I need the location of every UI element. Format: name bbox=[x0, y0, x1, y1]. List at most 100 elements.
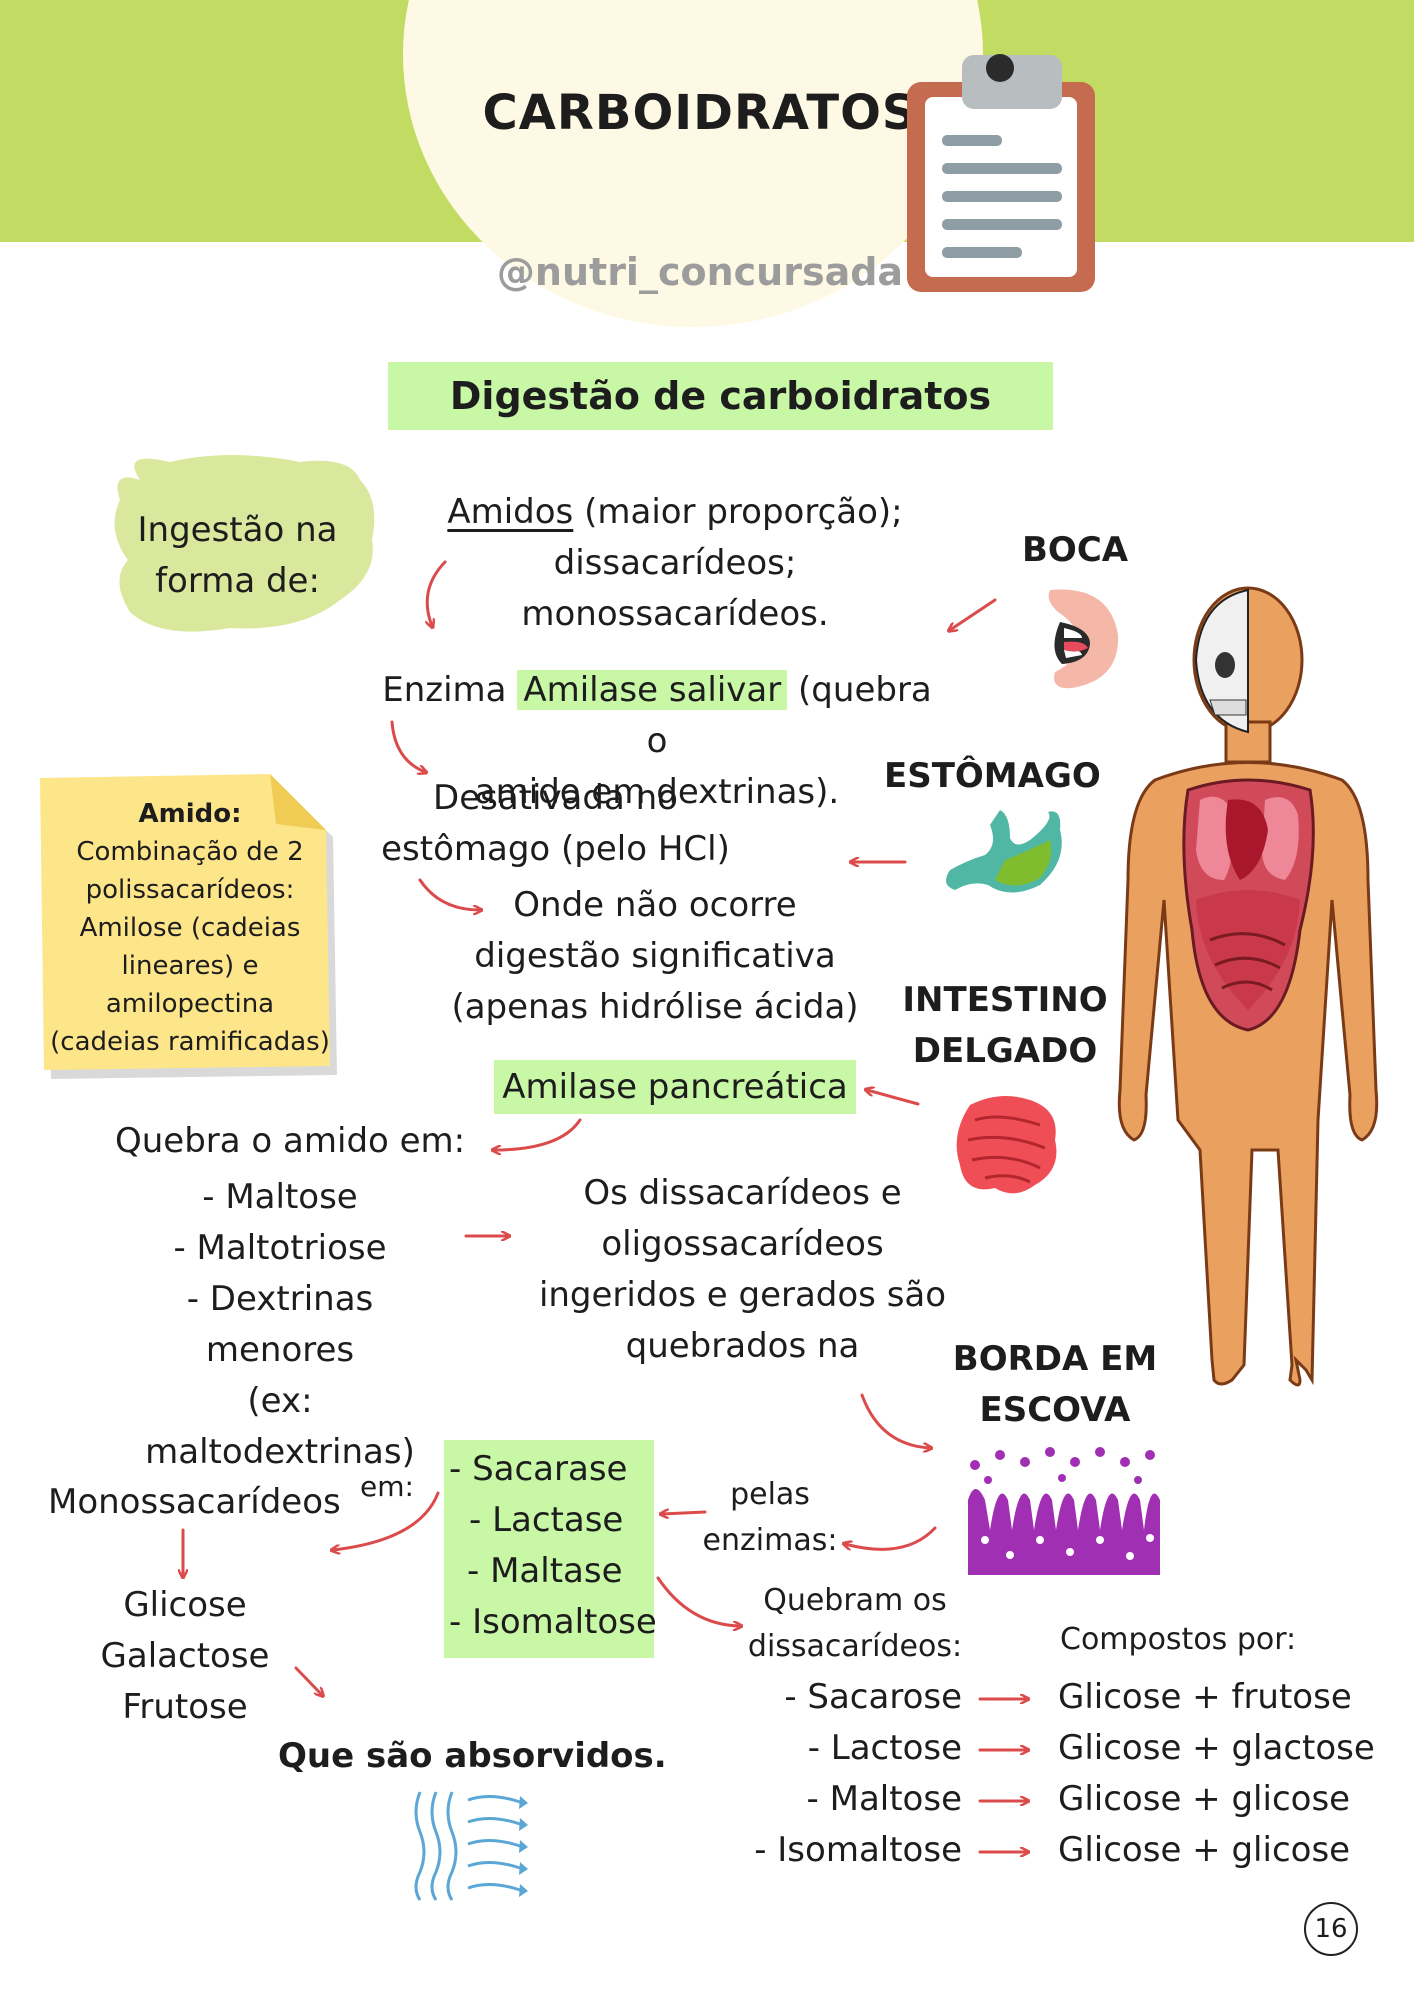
stomach-note-line-3: (apenas hidrólise ácida) bbox=[451, 987, 859, 1027]
oligo-line-2: oligossacarídeos bbox=[601, 1224, 884, 1264]
section-title: Digestão de carboidratos bbox=[388, 362, 1053, 430]
disaccharides-term: dissacarídeos; bbox=[553, 543, 797, 583]
oligo-line-1: Os dissacarídeos e bbox=[583, 1173, 902, 1213]
breakdown-row-3-name: - Maltose bbox=[806, 1779, 962, 1819]
mono-fructose: Frutose bbox=[122, 1687, 248, 1727]
breaks-starch-label: Quebra o amido em: bbox=[115, 1121, 466, 1161]
breakdown-header: Quebram os dissacarídeos: bbox=[740, 1578, 970, 1670]
amido-note-line-5: amilopectina bbox=[105, 989, 275, 1019]
oligosaccharides-note: Os dissacarídeos e oligossacarídeos inge… bbox=[535, 1168, 950, 1372]
arrow-stomach-to-note bbox=[418, 878, 480, 910]
breakdown-header-line-2: dissacarídeos: bbox=[747, 1629, 963, 1664]
pancreatic-products: - Maltose - Maltotriose - Dextrinas meno… bbox=[110, 1172, 450, 1478]
absorbed-label: Que são absorvidos. bbox=[278, 1736, 667, 1776]
amido-note: Amido: Combinação de 2 polissacarídeos: … bbox=[40, 795, 340, 1061]
amido-note-line-2: polissacarídeos: bbox=[85, 875, 295, 905]
arrow-pelas-to-box bbox=[662, 1512, 707, 1514]
monosaccharides-term: monossacarídeos. bbox=[521, 594, 829, 634]
salivary-amylase-text: Enzima Amilase salivar (quebra o amido e… bbox=[372, 665, 942, 818]
breakdown-names: - Sacarose - Lactose - Maltose - Isomalt… bbox=[740, 1672, 962, 1876]
brush-enzymes-box bbox=[444, 1440, 654, 1658]
pancreatic-amylase: Amilase pancreática bbox=[494, 1060, 856, 1114]
ingestion-label: Ingestão na forma de: bbox=[125, 505, 350, 607]
label-small-intestine: INTESTINO DELGADO bbox=[900, 975, 1110, 1077]
amido-note-line-6: (cadeias ramificadas) bbox=[50, 1027, 330, 1057]
stomach-note-line-1: Onde não ocorre bbox=[513, 885, 797, 925]
label-mouth: BOCA bbox=[1022, 530, 1129, 570]
amido-note-title: Amido: bbox=[138, 799, 242, 829]
salivary-amylase: Amilase salivar bbox=[517, 670, 788, 710]
arrow-foods-to-saliva bbox=[427, 560, 447, 626]
breakdown-row-4-composition: Glicose + glicose bbox=[1058, 1830, 1351, 1870]
monosaccharides-label: Monossacarídeos bbox=[48, 1482, 341, 1522]
arrow-fructose-to-absorbed bbox=[294, 1666, 322, 1695]
starch-term: Amidos bbox=[447, 492, 574, 532]
label-small-intestine-line-2: DELGADO bbox=[912, 1031, 1098, 1071]
composed-header: Compostos por: bbox=[1060, 1622, 1297, 1657]
stomach-note-line-2: digestão significativa bbox=[474, 936, 836, 976]
breakdown-row-4-name: - Isomaltose bbox=[754, 1830, 962, 1870]
product-maltotriose: - Maltotriose bbox=[173, 1228, 387, 1268]
enzyme-lactase: - Lactase bbox=[469, 1500, 624, 1540]
enzyme-isomaltose: - Isomaltose bbox=[449, 1602, 657, 1642]
arrow-pancreatic-to-breaks bbox=[494, 1118, 582, 1150]
salivary-post: (quebra o bbox=[646, 670, 932, 761]
amido-note-line-3: Amilose (cadeias bbox=[79, 913, 301, 943]
arrow-brush-to-enzymes bbox=[845, 1526, 937, 1551]
label-brush-border-line-1: BORDA EM bbox=[952, 1339, 1158, 1379]
arrow-box-to-mono bbox=[333, 1491, 440, 1550]
mono-galactose: Galactose bbox=[100, 1636, 270, 1676]
arrow-oligo-to-brush bbox=[860, 1393, 930, 1448]
breakdown-compositions: Glicose + frutose Glicose + glactose Gli… bbox=[1058, 1672, 1378, 1876]
breakdown-header-line-1: Quebram os bbox=[763, 1583, 947, 1618]
monosaccharide-list: Glicose Galactose Frutose bbox=[80, 1580, 290, 1733]
label-stomach: ESTÔMAGO bbox=[884, 756, 1101, 796]
author-handle: @nutri_concursada bbox=[496, 250, 904, 294]
breakdown-row-2-name: - Lactose bbox=[807, 1728, 962, 1768]
amido-note-line-1: Combinação de 2 bbox=[76, 837, 304, 867]
breakdown-row-1-composition: Glicose + frutose bbox=[1058, 1677, 1352, 1717]
arrow-saliva-to-stomach bbox=[390, 720, 425, 772]
salivary-pre: Enzima bbox=[382, 670, 507, 710]
by-enzymes-label: pelas enzimas: bbox=[695, 1472, 845, 1564]
product-maltose: - Maltose bbox=[202, 1177, 358, 1217]
ingestion-label-line-2: forma de: bbox=[155, 561, 320, 601]
enzyme-maltase: - Maltase bbox=[467, 1551, 623, 1591]
amido-note-line-4: lineares) e bbox=[121, 951, 259, 981]
ingestion-label-line-1: Ingestão na bbox=[137, 510, 338, 550]
page-number: 16 bbox=[1304, 1902, 1358, 1956]
breakdown-row-2-composition: Glicose + glactose bbox=[1058, 1728, 1375, 1768]
deactivated-text: Desativada no estômago (pelo HCl) bbox=[378, 773, 733, 875]
label-brush-border: BORDA EM ESCOVA bbox=[950, 1334, 1160, 1436]
enzyme-sacarase: - Sacarase bbox=[449, 1449, 628, 1489]
breakdown-row-1-name: - Sacarose bbox=[784, 1677, 962, 1717]
by-enzymes-line-2: enzimas: bbox=[702, 1523, 838, 1558]
deactivated-line-2: estômago (pelo HCl) bbox=[381, 829, 730, 869]
arrow-intestine-to-pancreatic bbox=[867, 1090, 920, 1106]
deactivated-line-1: Desativada no bbox=[433, 778, 678, 818]
by-enzymes-line-1: pelas bbox=[730, 1477, 810, 1512]
em-label: em: bbox=[360, 1470, 414, 1503]
oligo-line-4: quebrados na bbox=[625, 1326, 860, 1366]
brush-enzymes-list: - Sacarase - Lactase - Maltase - Isomalt… bbox=[449, 1444, 659, 1648]
mono-glucose: Glicose bbox=[123, 1585, 247, 1625]
stomach-note: Onde não ocorre digestão significativa (… bbox=[450, 880, 860, 1033]
label-brush-border-line-2: ESCOVA bbox=[979, 1390, 1131, 1430]
page-title: CARBOIDRATOS bbox=[482, 85, 918, 141]
product-dextrins: - Dextrinas menores bbox=[186, 1279, 374, 1370]
label-small-intestine-line-1: INTESTINO bbox=[902, 980, 1108, 1020]
ingested-forms: Amidos (maior proporção); dissacarídeos;… bbox=[395, 487, 955, 640]
product-dextrins-example: (ex: maltodextrinas) bbox=[145, 1381, 415, 1472]
oligo-line-3: ingeridos e gerados são bbox=[538, 1275, 947, 1315]
breakdown-row-3-composition: Glicose + glicose bbox=[1058, 1779, 1351, 1819]
